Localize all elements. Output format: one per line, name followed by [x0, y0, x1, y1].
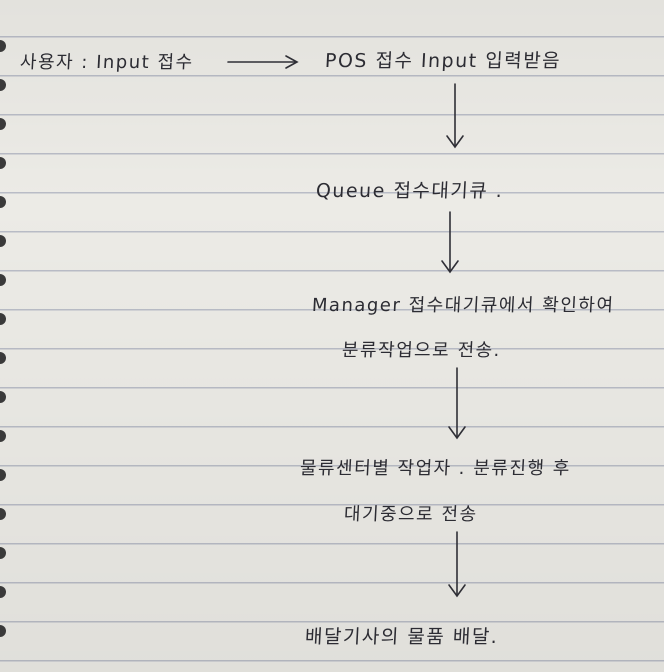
binder-hole [0, 430, 6, 442]
binder-hole [0, 547, 6, 559]
binder-hole [0, 157, 6, 169]
binder-hole [0, 235, 6, 247]
binder-hole [0, 508, 6, 520]
binder-hole [0, 391, 6, 403]
binder-hole [0, 274, 6, 286]
arrow-down-pos-to-queue [446, 83, 464, 149]
arrow-right-user-to-pos [227, 55, 299, 69]
binder-hole [0, 196, 6, 208]
binder-holes [0, 0, 8, 672]
arrow-down-queue-to-manager [441, 211, 459, 274]
binder-hole [0, 625, 6, 637]
binder-hole [0, 118, 6, 130]
binder-hole [0, 352, 6, 364]
binder-hole [0, 313, 6, 325]
binder-hole [0, 79, 6, 91]
arrow-down-manager-to-center [448, 367, 466, 440]
arrow-down-center-to-delivery [448, 531, 466, 598]
binder-hole [0, 40, 6, 52]
binder-hole [0, 586, 6, 598]
binder-hole [0, 469, 6, 481]
